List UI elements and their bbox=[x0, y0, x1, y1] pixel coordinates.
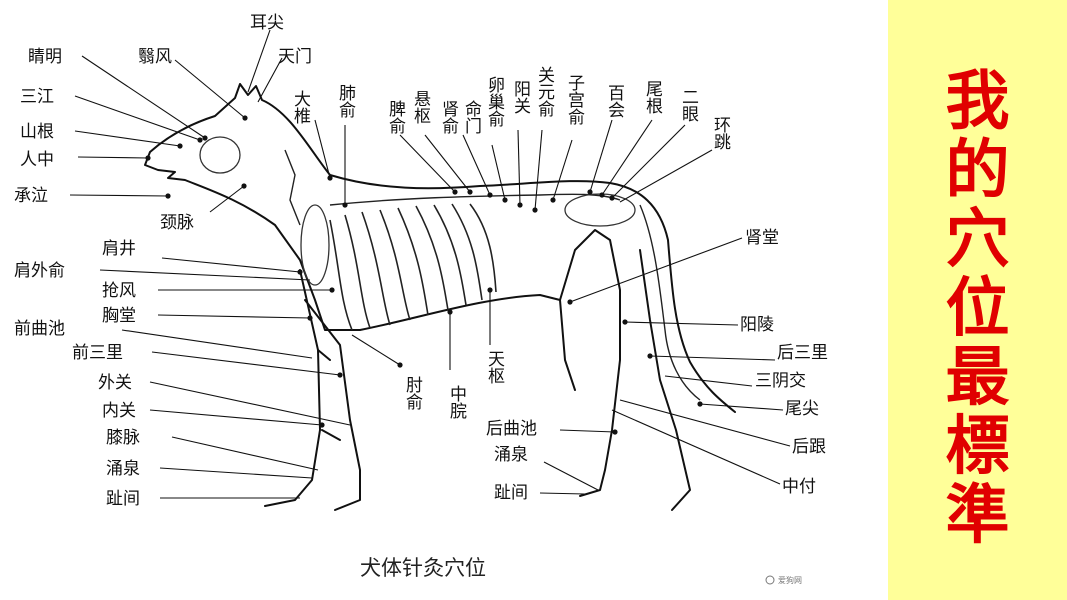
label-shentang: 肾堂 bbox=[745, 228, 779, 248]
slogan-vertical: 我 的 穴 位 最 標 準 bbox=[888, 68, 1067, 551]
svg-text:肺俞: 肺俞 bbox=[335, 84, 356, 118]
label-zhongwan: 中脘 bbox=[446, 385, 467, 420]
slogan-char: 穴 bbox=[945, 203, 1010, 277]
label-zhijian-front: 趾间 bbox=[106, 489, 140, 509]
label-yongquan-front: 涌泉 bbox=[106, 459, 140, 479]
slogan-char: 我 bbox=[945, 65, 1010, 139]
side-panel: 我 的 穴 位 最 標 準 bbox=[888, 0, 1067, 600]
svg-text:中脘: 中脘 bbox=[446, 385, 467, 420]
label-qianquchi: 前曲池 bbox=[14, 319, 65, 339]
svg-text:命门: 命门 bbox=[461, 100, 482, 135]
label-shangen: 山根 bbox=[20, 122, 54, 142]
dog-outline bbox=[144, 83, 736, 511]
label-chengqi: 承泣 bbox=[14, 186, 48, 206]
label-renzhong: 人中 bbox=[20, 150, 54, 170]
label-yangguan: 阳关 bbox=[510, 80, 531, 114]
acupoint-diagram: 睛明 翳风 耳尖 天门 三江 山根 人中 承泣 颈脉 大椎 肺俞 脾俞 悬枢 肾… bbox=[14, 13, 828, 585]
label-luanchaoshu: 卵巢俞 bbox=[484, 76, 505, 127]
label-housanli: 后三里 bbox=[777, 343, 828, 363]
slogan-char: 位 bbox=[945, 272, 1010, 346]
acupoint-labels: 睛明 翳风 耳尖 天门 三江 山根 人中 承泣 颈脉 大椎 肺俞 脾俞 悬枢 肾… bbox=[14, 13, 828, 509]
slogan-char: 準 bbox=[945, 479, 1010, 553]
label-yifeng: 翳风 bbox=[138, 47, 172, 67]
label-zhijian-hind: 趾间 bbox=[494, 483, 528, 503]
label-waiguan: 外关 bbox=[98, 373, 132, 393]
label-mingmen: 命门 bbox=[461, 100, 482, 135]
label-erjian: 耳尖 bbox=[250, 13, 284, 33]
svg-text:二眼: 二眼 bbox=[678, 88, 699, 122]
label-neiguan: 内关 bbox=[102, 401, 136, 421]
label-feishu: 肺俞 bbox=[335, 84, 356, 118]
label-weigen: 尾根 bbox=[642, 80, 663, 114]
label-jingming: 睛明 bbox=[28, 47, 62, 67]
label-zhoushu: 肘俞 bbox=[402, 376, 423, 410]
label-zhongfu: 中付 bbox=[782, 477, 816, 497]
label-shenshu: 肾俞 bbox=[438, 100, 459, 134]
leader-lines bbox=[69, 29, 791, 499]
diagram-caption: 犬体针灸穴位 bbox=[360, 556, 486, 580]
svg-text:脾俞: 脾俞 bbox=[385, 100, 406, 134]
label-weijian: 尾尖 bbox=[785, 399, 819, 419]
label-pishu: 脾俞 bbox=[385, 100, 406, 134]
label-jianjing: 肩井 bbox=[102, 239, 136, 259]
label-baihui: 百会 bbox=[604, 84, 625, 118]
label-xiongtang: 胸堂 bbox=[102, 306, 136, 326]
label-guanyuanshu: 关元俞 bbox=[534, 66, 555, 117]
label-qiangfeng: 抢风 bbox=[102, 281, 136, 301]
svg-text:尾根: 尾根 bbox=[642, 80, 663, 114]
slogan-char: 最 bbox=[945, 341, 1010, 415]
svg-text:悬枢: 悬枢 bbox=[410, 90, 431, 124]
svg-text:大椎: 大椎 bbox=[290, 90, 311, 124]
label-zigongshu: 子宫俞 bbox=[564, 74, 585, 125]
svg-text:爱狗网: 爱狗网 bbox=[778, 575, 802, 585]
svg-text:肾俞: 肾俞 bbox=[438, 100, 459, 134]
label-jianwaishu: 肩外俞 bbox=[14, 261, 65, 281]
label-huantiao: 环跳 bbox=[710, 116, 731, 150]
acupoint-dots bbox=[145, 115, 703, 435]
label-sanjiang: 三江 bbox=[20, 87, 54, 107]
spine bbox=[284, 149, 701, 401]
svg-text:肘俞: 肘俞 bbox=[402, 376, 423, 410]
svg-text:环跳: 环跳 bbox=[710, 116, 731, 150]
watermark: 爱狗网 bbox=[765, 575, 802, 585]
slogan-char: 標 bbox=[945, 410, 1010, 484]
slogan-char: 的 bbox=[945, 134, 1010, 208]
label-hougen: 后跟 bbox=[792, 437, 826, 457]
label-yongquan-hind: 涌泉 bbox=[494, 445, 528, 465]
svg-text:天枢: 天枢 bbox=[484, 350, 505, 384]
label-jingmai: 颈脉 bbox=[160, 213, 194, 233]
svg-text:关元俞: 关元俞 bbox=[534, 66, 555, 117]
svg-text:卵巢俞: 卵巢俞 bbox=[484, 76, 505, 127]
label-tianmen: 天门 bbox=[278, 47, 312, 67]
label-houquchi: 后曲池 bbox=[486, 419, 537, 439]
label-tianshu: 天枢 bbox=[484, 350, 505, 384]
label-xiamai: 膝脉 bbox=[106, 428, 140, 448]
svg-text:百会: 百会 bbox=[604, 84, 625, 118]
svg-text:子宫俞: 子宫俞 bbox=[564, 74, 585, 125]
rib-cage bbox=[329, 203, 497, 331]
label-dazhui: 大椎 bbox=[290, 90, 311, 124]
label-xuanshu: 悬枢 bbox=[410, 90, 431, 124]
label-yangling: 阳陵 bbox=[740, 315, 774, 335]
label-sanyinjiao: 三阴交 bbox=[755, 371, 806, 391]
label-qiansanli: 前三里 bbox=[72, 343, 123, 363]
label-eryan: 二眼 bbox=[678, 88, 699, 122]
svg-text:阳关: 阳关 bbox=[510, 80, 531, 114]
